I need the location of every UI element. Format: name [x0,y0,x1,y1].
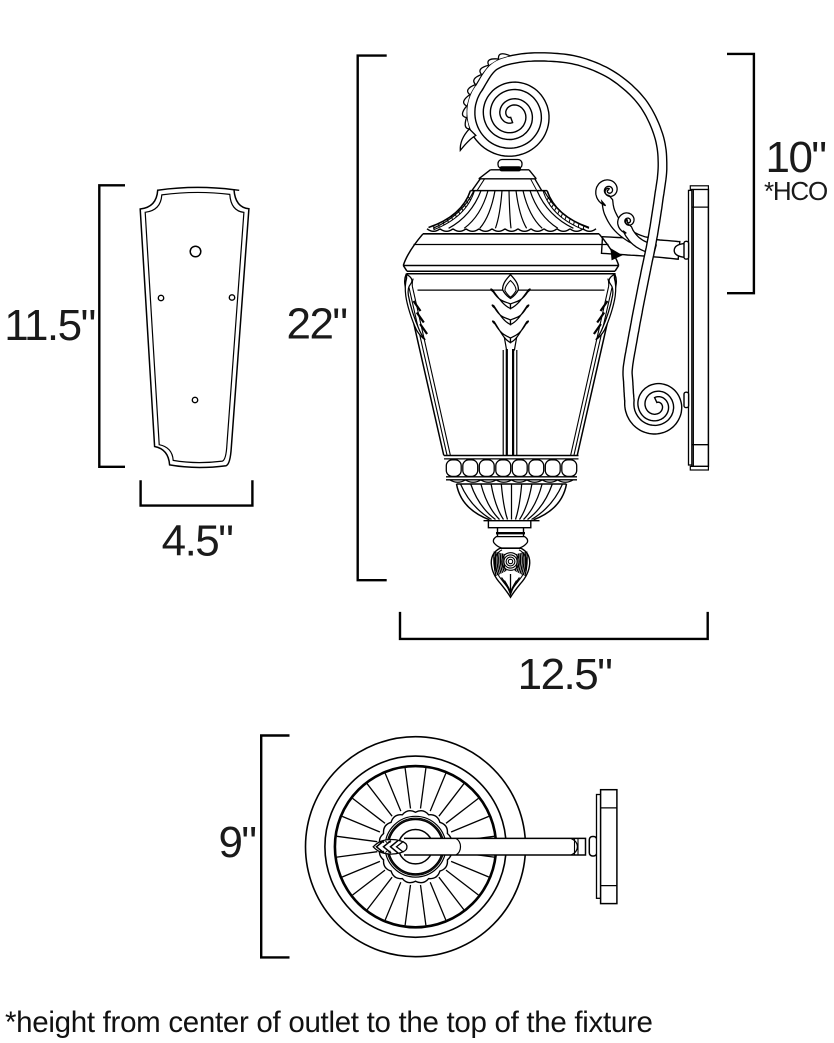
svg-text:*HCO: *HCO [764,176,827,206]
svg-text:10": 10" [765,133,825,182]
svg-text:12.5": 12.5" [518,650,612,699]
svg-text:22": 22" [286,299,346,348]
svg-text:*height from center of outlet: *height from center of outlet to the top… [5,1006,653,1039]
svg-text:4.5": 4.5" [162,517,233,566]
svg-text:11.5": 11.5" [4,301,95,350]
svg-text:9": 9" [218,818,255,867]
